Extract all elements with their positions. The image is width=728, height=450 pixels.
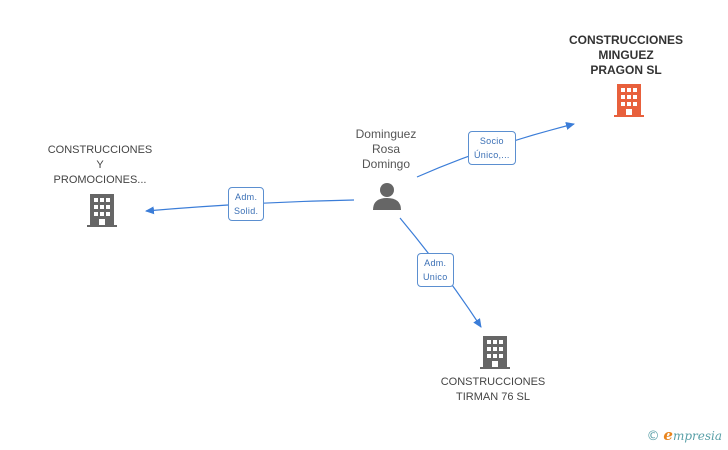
brand-logo-text: mpresia	[672, 429, 722, 443]
company-label-tirman[interactable]: CONSTRUCCIONES TIRMAN 76 SL	[440, 376, 546, 403]
building-icon	[614, 84, 644, 117]
edge-label-socio-unico[interactable]: Socio Único,...	[468, 131, 516, 165]
building-icon	[87, 194, 117, 227]
copyright-icon: ©	[646, 429, 660, 444]
company-label-construcciones-promociones[interactable]: CONSTRUCCIONES Y PROMOCIONES...	[47, 144, 153, 186]
brand-footer: © empresia	[647, 426, 722, 444]
edge-label-adm-solid[interactable]: Adm. Solid.	[228, 187, 265, 221]
company-label-minguez-pragon[interactable]: CONSTRUCCIONES MINGUEZ PRAGON SL	[568, 33, 683, 77]
brand-logo-initial: e	[663, 426, 673, 444]
edge-label-adm-unico[interactable]: Adm. Unico	[417, 253, 454, 287]
person-name-label[interactable]: Dominguez Rosa Domingo	[355, 127, 417, 171]
person-icon	[373, 183, 401, 210]
building-icon	[480, 336, 510, 369]
